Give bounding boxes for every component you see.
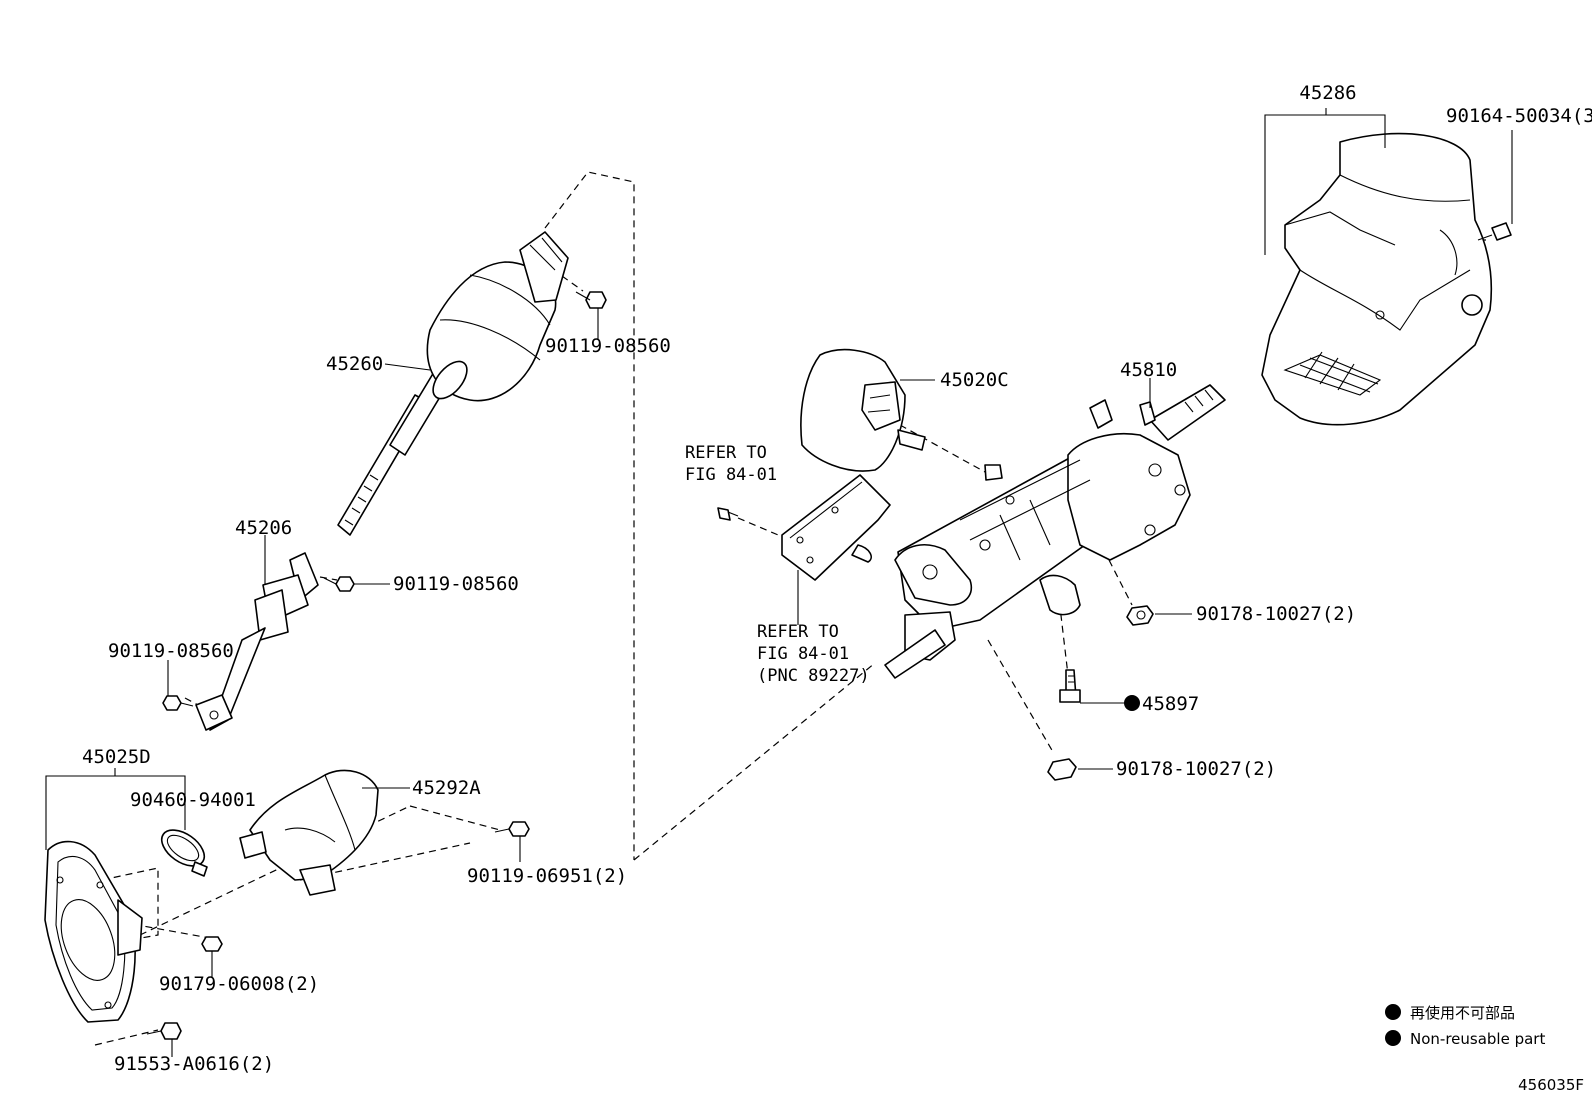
legend-japanese: 再使用不可部品 [1410,1004,1515,1022]
legend-english: Non-reusable part [1410,1030,1545,1048]
callout-45025d-bracket [45,768,186,850]
label-45897[interactable]: 45897 [1142,693,1199,715]
label-45020c[interactable]: 45020C [940,369,1009,391]
module-45020c[interactable] [800,348,926,472]
callout-45260-leader [384,363,431,371]
legend-dot-japanese [1385,1004,1401,1020]
label-90119-top[interactable]: 90119-08560 [545,335,671,357]
nut-90179[interactable] [201,936,223,952]
refer-bottom-line3: (PNC 89227) [757,666,870,686]
figure-id: 456035F [1518,1076,1584,1094]
refer-note-top[interactable]: REFER TO FIG 84-01 [685,443,777,485]
label-90164[interactable]: 90164-50034(3) [1446,105,1592,127]
universal-joint-45206[interactable] [195,552,319,731]
column-cover-45286[interactable] [1261,132,1493,426]
legend-dot-english [1385,1030,1401,1046]
ecu-module-refer[interactable] [781,474,891,581]
label-90119-06951[interactable]: 90119-06951(2) [467,865,627,887]
band-90460[interactable] [155,823,210,877]
label-45292a[interactable]: 45292A [412,777,481,799]
label-45810[interactable]: 45810 [1120,359,1177,381]
legend: 再使用不可部品 Non-reusable part [1385,1004,1545,1048]
refer-top-line1: REFER TO [685,443,767,463]
nut-90178-upper[interactable] [1126,605,1154,626]
cover-45292a[interactable] [239,769,379,896]
bolt-91553[interactable] [146,1022,182,1040]
label-90178-lower[interactable]: 90178-10027(2) [1116,758,1276,780]
label-90179[interactable]: 90179-06008(2) [159,973,319,995]
label-90178-upper[interactable]: 90178-10027(2) [1196,603,1356,625]
label-91553[interactable]: 91553-A0616(2) [114,1053,274,1075]
screw-refer[interactable] [717,507,739,521]
label-90119-mid[interactable]: 90119-08560 [393,573,519,595]
refer-bottom-line1: REFER TO [757,622,839,642]
nut-90178-lower[interactable] [1047,758,1077,781]
bolt-90119-top[interactable] [575,291,607,309]
non-reusable-marker-45897 [1124,695,1140,711]
refer-note-bottom[interactable]: REFER TO FIG 84-01 (PNC 89227) [757,622,870,686]
label-90119-left[interactable]: 90119-08560 [108,640,234,662]
label-90460[interactable]: 90460-94001 [130,789,256,811]
bolt-45897[interactable] [1059,669,1081,703]
label-45025d[interactable]: 45025D [82,746,151,768]
bolt-90119-mid[interactable] [323,576,355,592]
boot-plate-45025d[interactable] [44,840,143,1023]
bolt-90119-06951[interactable] [494,821,530,837]
steering-column-45810[interactable] [884,384,1226,679]
intermediate-shaft-45260[interactable] [337,231,569,536]
refer-bottom-line2: FIG 84-01 [757,644,849,664]
refer-top-line2: FIG 84-01 [685,465,777,485]
screw-90164[interactable] [1477,222,1512,241]
label-45206[interactable]: 45206 [235,517,292,539]
label-45286[interactable]: 45286 [1299,82,1356,104]
callout-45286-bracket [1264,108,1513,255]
bolt-90119-left[interactable] [162,695,194,711]
label-45260[interactable]: 45260 [326,353,383,375]
